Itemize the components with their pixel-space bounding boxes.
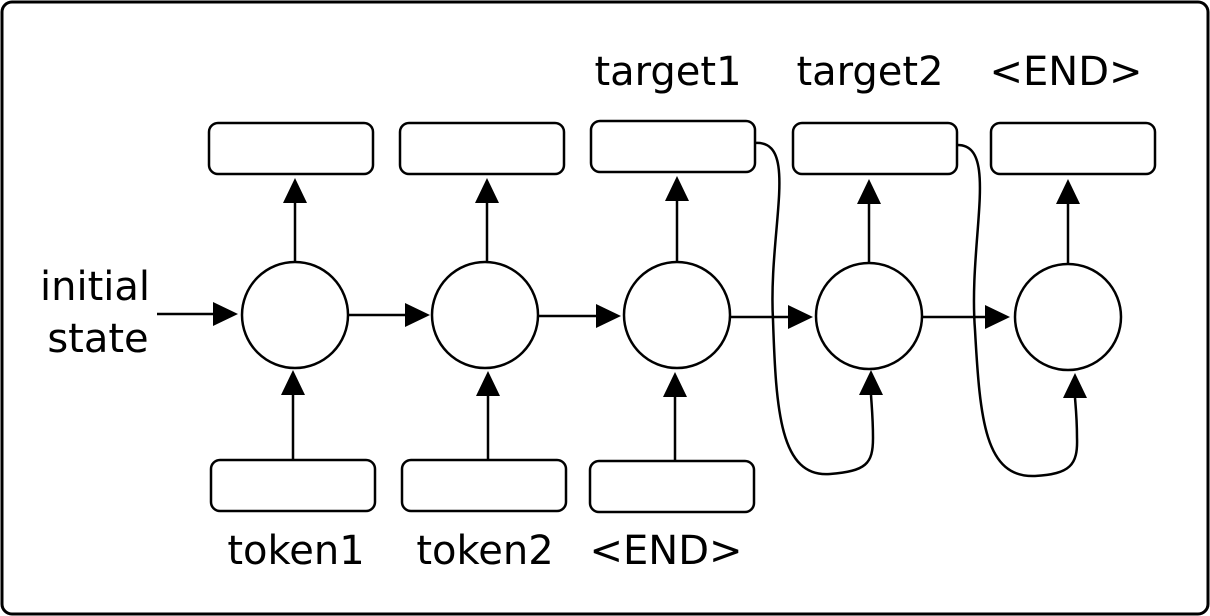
rnn-cell-3 xyxy=(622,260,732,370)
initial-state-label-line1: initial xyxy=(40,264,150,310)
output-box-4 xyxy=(791,121,959,176)
feedback-curve-1 xyxy=(754,141,875,476)
rnn-cell-5 xyxy=(1013,262,1123,372)
rnn-step-2: token2 xyxy=(398,121,568,574)
input-box-3 xyxy=(588,459,756,514)
recurrent-arrowhead-1 xyxy=(405,303,430,327)
input-label-1: token1 xyxy=(227,528,364,574)
rnn-step-1: token1 xyxy=(207,121,377,574)
input-label-3: <END> xyxy=(589,528,742,574)
feedback-arrowhead-2 xyxy=(1063,373,1087,398)
feedback-curve-2 xyxy=(956,143,1079,478)
input-arrowhead-1 xyxy=(281,370,305,395)
input-arrowhead-2 xyxy=(476,371,500,396)
recurrent-arrowhead-3 xyxy=(788,305,813,329)
output-label-1: target1 xyxy=(594,49,741,95)
initial-state-label-line2: state xyxy=(47,316,148,362)
initial-state-arrowhead xyxy=(213,302,238,326)
rnn-step-3: target1 <END> xyxy=(588,49,757,574)
output-box-5 xyxy=(989,121,1157,176)
output-arrowhead-4 xyxy=(857,179,881,204)
input-arrowhead-3 xyxy=(663,372,687,397)
rnn-cell-4 xyxy=(814,261,924,371)
input-box-1 xyxy=(209,458,377,513)
input-box-2 xyxy=(400,458,568,513)
output-label-3: <END> xyxy=(989,49,1142,95)
feedback-arrowhead-1 xyxy=(859,370,883,395)
recurrent-arrowhead-4 xyxy=(985,305,1010,329)
output-arrowhead-1 xyxy=(283,178,307,203)
recurrent-arrowhead-2 xyxy=(596,304,621,328)
input-label-2: token2 xyxy=(416,528,553,574)
output-box-2 xyxy=(398,121,566,176)
output-arrowhead-3 xyxy=(665,176,689,201)
rnn-step-5: <END> xyxy=(989,49,1157,372)
rnn-cell-2 xyxy=(430,260,540,370)
rnn-step-4: target2 xyxy=(791,49,959,371)
output-arrowhead-5 xyxy=(1056,179,1080,204)
output-label-2: target2 xyxy=(796,49,943,95)
output-box-1 xyxy=(207,121,375,176)
output-arrowhead-2 xyxy=(475,178,499,203)
output-box-3 xyxy=(589,119,757,174)
rnn-cell-1 xyxy=(240,260,350,370)
